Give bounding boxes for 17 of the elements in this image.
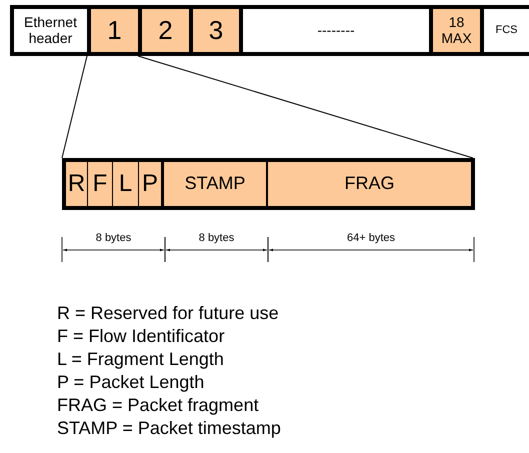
header-field: F	[88, 158, 113, 210]
legend-note: FRAG = Packet fragment	[57, 395, 259, 416]
legend-note: F = Flow Identificator	[57, 326, 225, 347]
legend-note: R = Reserved for future use	[57, 303, 279, 324]
dimension-label: 64+ bytes	[346, 232, 396, 244]
legend-note: L = Fragment Length	[57, 349, 224, 370]
zoom-line	[62, 56, 88, 158]
legend-note: P = Packet Length	[57, 372, 204, 393]
dimension-label: 8 bytes	[198, 232, 236, 244]
header-field: P	[139, 158, 164, 210]
header-field: STAMP	[164, 158, 269, 210]
zoom-line	[138, 56, 474, 158]
header-field: FRAG	[268, 158, 475, 210]
legend-note: STAMP = Packet timestamp	[57, 418, 281, 439]
dimension-label: 8 bytes	[94, 232, 132, 244]
header-field: R	[62, 158, 88, 210]
header-field: L	[113, 158, 139, 210]
